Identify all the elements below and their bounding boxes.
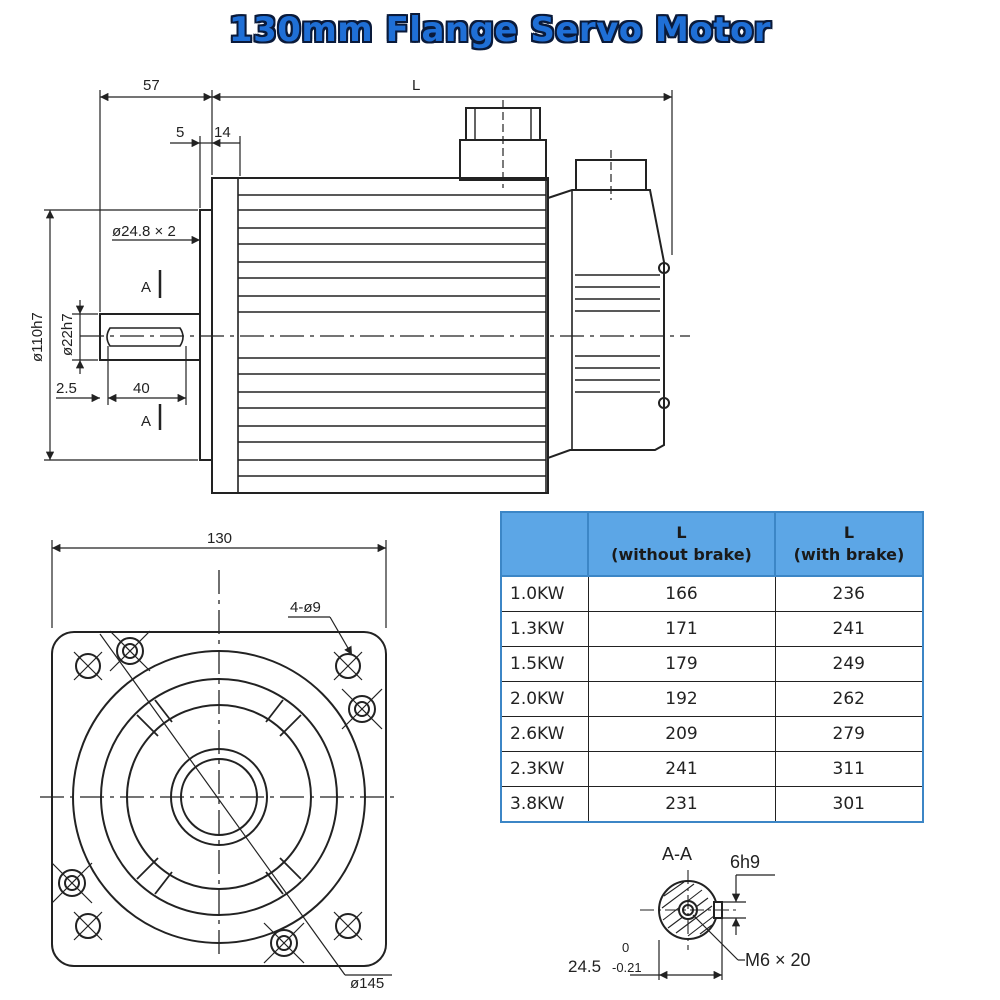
dim-22h7: ø22h7 (59, 313, 76, 356)
section-mark-bottom: A (141, 413, 151, 430)
front-view (40, 570, 400, 976)
front-dimensions (51, 540, 392, 976)
cell-without-brake: 179 (587, 646, 776, 682)
dim-4-phi9: 4-ø9 (290, 599, 321, 616)
table-header-without-brake: L (without brake) (587, 511, 776, 577)
table-header-row: L (without brake) L (with brake) (500, 511, 924, 577)
dim-6h9: 6h9 (730, 852, 760, 872)
dim-24-5-tol-upper: 0 (622, 940, 629, 955)
cell-with-brake: 241 (774, 611, 924, 647)
cell-power: 1.5KW (500, 646, 589, 682)
cell-with-brake: 311 (774, 751, 924, 787)
cooling-fins (237, 178, 547, 493)
dim-110h7: ø110h7 (29, 312, 46, 362)
side-view (80, 100, 690, 494)
dim-2-5: 2.5 (56, 380, 77, 397)
cell-without-brake: 192 (587, 681, 776, 717)
diagram-title: 130mm Flange Servo Motor (228, 10, 772, 50)
shaft (99, 313, 201, 361)
cell-with-brake: 236 (774, 575, 924, 612)
cell-with-brake: 249 (774, 646, 924, 682)
header-sub: (with brake) (793, 545, 905, 564)
encoder-housing (547, 189, 665, 460)
header-L: L (676, 523, 687, 542)
cell-without-brake: 166 (587, 575, 776, 612)
cell-without-brake: 241 (587, 751, 776, 787)
dim-24-5: 24.5 (568, 957, 601, 976)
section-aa (640, 870, 740, 950)
dim-130: 130 (207, 530, 232, 547)
bolt-holes (58, 637, 376, 957)
cell-without-brake: 209 (587, 716, 776, 752)
cell-without-brake: 231 (587, 786, 776, 823)
cell-with-brake: 279 (774, 716, 924, 752)
dim-L: L (412, 77, 420, 94)
table-header-model (500, 511, 589, 577)
cell-power: 2.6KW (500, 716, 589, 752)
dim-m6x20: M6 × 20 (745, 950, 811, 970)
dim-24-5-tol-lower: -0.21 (612, 960, 642, 975)
section-mark-top: A (141, 279, 151, 296)
cell-without-brake: 171 (587, 611, 776, 647)
dim-5: 5 (176, 124, 184, 141)
dim-14: 14 (214, 124, 231, 141)
section-aa-label: A-A (662, 844, 692, 864)
header-L: L (843, 523, 855, 542)
cell-power: 2.0KW (500, 681, 589, 717)
dim-57: 57 (143, 77, 160, 94)
dimension-labels: 57 L 5 14 ø24.8 × 2 A A ø110h7 ø22h7 2.5… (29, 77, 811, 992)
dim-24-8: ø24.8 × 2 (112, 223, 176, 240)
header-sub: (without brake) (611, 545, 752, 564)
cell-power: 1.0KW (500, 575, 589, 612)
cell-with-brake: 301 (774, 786, 924, 823)
dim-145: ø145 (350, 975, 384, 992)
table-header-with-brake: L (with brake) (774, 511, 924, 577)
section-dimensions (630, 874, 775, 980)
dim-40: 40 (133, 380, 150, 397)
cell-power: 2.3KW (500, 751, 589, 787)
side-dimensions (44, 90, 673, 461)
cell-power: 1.3KW (500, 611, 589, 647)
cell-power: 3.8KW (500, 786, 589, 823)
cell-with-brake: 262 (774, 681, 924, 717)
